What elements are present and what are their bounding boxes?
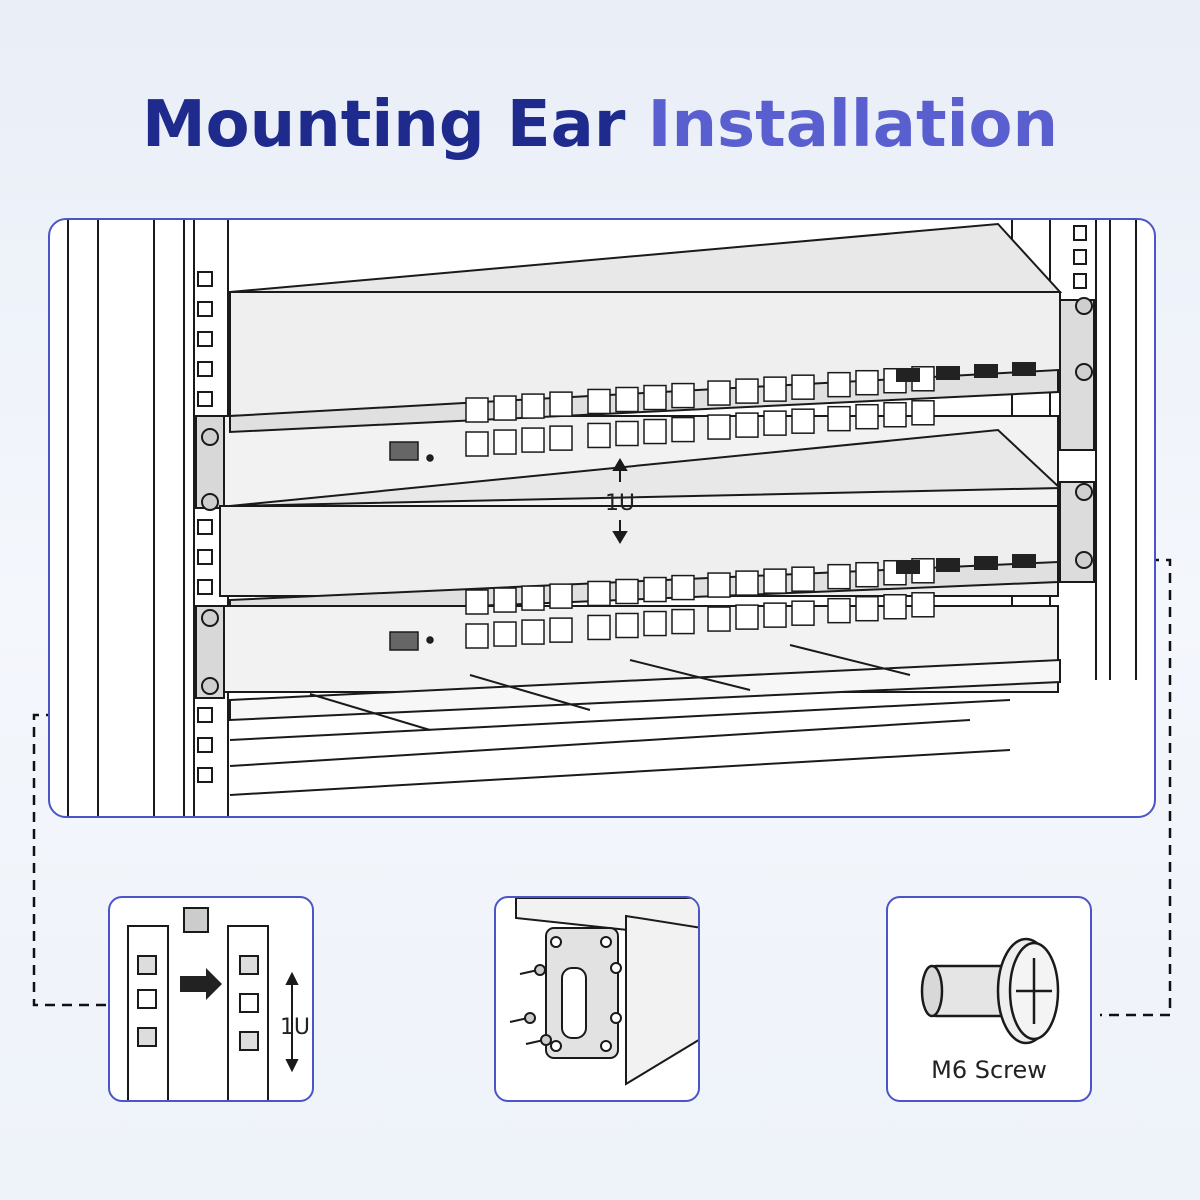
rj45-port bbox=[735, 604, 759, 630]
inset-bracket bbox=[494, 896, 700, 1102]
rj45-port bbox=[791, 566, 815, 592]
rj45-port bbox=[549, 583, 573, 609]
title-part-1: Mounting Ear bbox=[141, 88, 626, 162]
rj45-port bbox=[493, 395, 517, 421]
small-screws bbox=[509, 964, 552, 1046]
rj45-port bbox=[615, 420, 639, 447]
rj45-port bbox=[521, 585, 545, 611]
inset-1u-label: 1U bbox=[280, 1015, 310, 1040]
rj45-port bbox=[763, 568, 787, 594]
inset-cage-nut: 1U bbox=[108, 896, 314, 1102]
rj45-port bbox=[643, 384, 667, 411]
1u-height-marker bbox=[612, 458, 628, 544]
rj45-port bbox=[587, 388, 611, 415]
rj45-port bbox=[763, 376, 787, 402]
rj45-port bbox=[735, 378, 759, 404]
rack-illustration: 1U bbox=[67, 220, 1137, 816]
console-ports bbox=[389, 441, 434, 651]
rj45-port bbox=[827, 405, 851, 432]
rack-1u-label: 1U bbox=[605, 491, 635, 516]
rj45-port bbox=[587, 614, 611, 641]
rack-diagram-panel: 1U bbox=[48, 218, 1156, 818]
rj45-port bbox=[911, 592, 935, 618]
rj45-port bbox=[707, 606, 731, 632]
rj45-port bbox=[587, 422, 611, 449]
cage-nut-illustration: 1U bbox=[127, 907, 310, 1100]
screw-label: M6 Screw bbox=[931, 1056, 1047, 1084]
rj45-port bbox=[791, 600, 815, 626]
rj45-port bbox=[855, 369, 879, 396]
rj45-port bbox=[671, 608, 695, 635]
mounting-screws bbox=[201, 297, 1093, 695]
rj45-port bbox=[671, 382, 695, 409]
rj45-port bbox=[763, 410, 787, 436]
rj45-port bbox=[827, 597, 851, 624]
rj45-port bbox=[827, 371, 851, 398]
rj45-port bbox=[791, 374, 815, 400]
rj45-port bbox=[615, 578, 639, 605]
rj45-port bbox=[707, 380, 731, 406]
rj45-port bbox=[855, 595, 879, 622]
rj45-port bbox=[521, 619, 545, 645]
rj45-port bbox=[883, 593, 907, 620]
rj45-port bbox=[763, 602, 787, 628]
rj45-port bbox=[465, 623, 489, 649]
arrow-icon bbox=[180, 968, 222, 1000]
rj45-port bbox=[855, 403, 879, 430]
rj45-port bbox=[549, 425, 573, 451]
rj45-port bbox=[521, 427, 545, 453]
rj45-port bbox=[549, 391, 573, 417]
rj45-port bbox=[521, 393, 545, 419]
rj45-port bbox=[465, 397, 489, 423]
rj45-port bbox=[855, 561, 879, 588]
rj45-port bbox=[549, 617, 573, 643]
rj45-port bbox=[493, 587, 517, 613]
title-part-2: Installation bbox=[647, 88, 1059, 162]
switch-bottom bbox=[195, 428, 1095, 699]
rj45-port bbox=[465, 589, 489, 615]
rj45-port bbox=[735, 412, 759, 438]
rj45-port bbox=[493, 621, 517, 647]
rj45-port bbox=[707, 572, 731, 598]
rj45-port bbox=[791, 408, 815, 434]
rj45-port bbox=[671, 574, 695, 601]
rj45-port bbox=[911, 400, 935, 426]
left-rail-holes bbox=[197, 271, 213, 783]
rj45-port bbox=[587, 580, 611, 607]
switch-top-ports bbox=[465, 366, 935, 457]
rj45-port bbox=[735, 570, 759, 596]
inset-screw: M6 Screw bbox=[886, 896, 1092, 1102]
rj45-port bbox=[643, 576, 667, 603]
rj45-port bbox=[465, 431, 489, 457]
rj45-port bbox=[643, 610, 667, 637]
bracket-illustration bbox=[509, 898, 698, 1086]
rj45-port bbox=[615, 386, 639, 413]
rj45-port bbox=[827, 563, 851, 590]
rj45-port bbox=[615, 612, 639, 639]
m6-screw-illustration bbox=[920, 937, 1060, 1045]
switch-bottom-ports bbox=[465, 558, 935, 649]
sfp-ports bbox=[896, 362, 1036, 574]
rj45-port bbox=[707, 414, 731, 440]
rj45-port bbox=[493, 429, 517, 455]
rack-tray bbox=[229, 644, 1061, 796]
page-title: Mounting Ear Installation bbox=[0, 88, 1200, 162]
rj45-port bbox=[671, 416, 695, 443]
rj45-port bbox=[883, 401, 907, 428]
rj45-port bbox=[643, 418, 667, 445]
